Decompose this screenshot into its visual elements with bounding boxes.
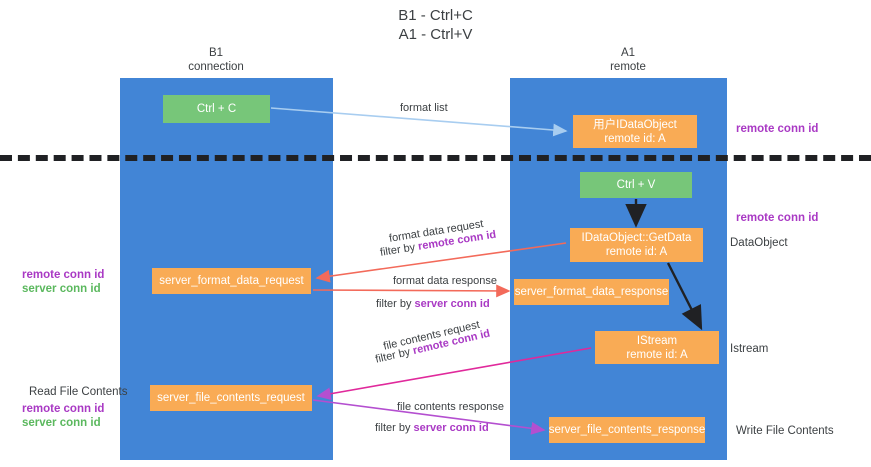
annotation-dataobject: DataObject xyxy=(730,237,788,249)
node-ctrl-c[interactable]: Ctrl + C xyxy=(163,95,270,123)
annotation-read-file-contents: Read File Contents xyxy=(29,386,128,398)
node-idataobject-line1: ⽤⼾IDataObject xyxy=(593,118,677,131)
edge-filter-format-data-response: filter by server conn id xyxy=(376,297,490,311)
annotation-left-remote-conn-id-bottom: remote conn id xyxy=(22,403,105,415)
annotation-write-file-contents: Write File Contents xyxy=(736,425,834,437)
column-header-b1: B1 connection xyxy=(140,47,292,74)
annotation-left-server-conn-id-mid: server conn id xyxy=(22,283,101,295)
edge-filter-key: server conn id xyxy=(414,298,490,310)
column-header-a1-name: A1 xyxy=(620,47,636,59)
annotation-istream: Istream xyxy=(730,343,769,355)
node-server-file-contents-response[interactable]: server_file_contents_response xyxy=(549,417,705,443)
edge-filter-key: server conn id xyxy=(413,422,489,434)
node-server-file-contents-request[interactable]: server_file_contents_request xyxy=(150,385,312,411)
node-idataobject-getdata-line1: IDataObject::GetData xyxy=(581,232,692,244)
node-ctrl-v[interactable]: Ctrl + V xyxy=(580,172,692,198)
column-header-b1-name: B1 xyxy=(208,47,224,59)
annotation-remote-conn-id-top: remote conn id xyxy=(736,123,819,135)
edge-filter-file-contents-response: filter by server conn id xyxy=(375,421,489,435)
node-istream-line1: IStream xyxy=(636,334,678,347)
node-istream[interactable]: IStream remote id: A xyxy=(595,331,719,364)
node-ctrl-c-label: Ctrl + C xyxy=(196,103,237,115)
node-istream-line2: remote id: A xyxy=(626,348,688,361)
column-header-a1: A1 remote xyxy=(540,47,716,74)
node-idataobject-getdata[interactable]: IDataObject::GetData remote id: A xyxy=(570,228,703,262)
annotation-left-server-conn-id-bottom: server conn id xyxy=(22,417,101,429)
node-server-format-data-response[interactable]: server_format_data_response xyxy=(514,279,669,305)
node-idataobject[interactable]: ⽤⼾IDataObject remote id: A xyxy=(573,115,697,148)
edge-filter-prefix: filter by xyxy=(379,240,420,259)
title-line-1: B1 - Ctrl+C xyxy=(398,7,473,24)
annotation-left-remote-conn-id-mid: remote conn id xyxy=(22,269,105,281)
annotation-remote-conn-id-mid: remote conn id xyxy=(736,212,819,224)
edge-filter-prefix: filter by xyxy=(375,422,414,434)
column-header-a1-role: remote xyxy=(610,60,646,73)
edge-label-file-contents-response: file contents response xyxy=(397,401,505,413)
edge-filter-prefix: filter by xyxy=(374,345,415,366)
node-server-format-data-request-label: server_format_data_request xyxy=(159,275,304,287)
node-ctrl-v-label: Ctrl + V xyxy=(616,179,656,191)
edge-filter-prefix: filter by xyxy=(376,298,415,310)
title-line-2: A1 - Ctrl+V xyxy=(398,26,473,43)
node-server-file-contents-request-label: server_file_contents_request xyxy=(157,392,305,404)
node-idataobject-getdata-line2: remote id: A xyxy=(605,246,668,258)
page-title: B1 - Ctrl+C A1 - Ctrl+V xyxy=(0,6,871,44)
edge-label-format-data-response: format data response xyxy=(393,275,497,287)
column-header-b1-role: connection xyxy=(188,60,244,73)
node-idataobject-line2: remote id: A xyxy=(604,132,666,145)
node-server-format-data-response-label: server_format_data_response xyxy=(514,286,669,298)
phase-divider xyxy=(0,155,871,161)
node-server-format-data-request[interactable]: server_format_data_request xyxy=(152,268,311,294)
node-server-file-contents-response-label: server_file_contents_response xyxy=(548,424,706,436)
edge-label-format-list: format list xyxy=(400,102,448,114)
